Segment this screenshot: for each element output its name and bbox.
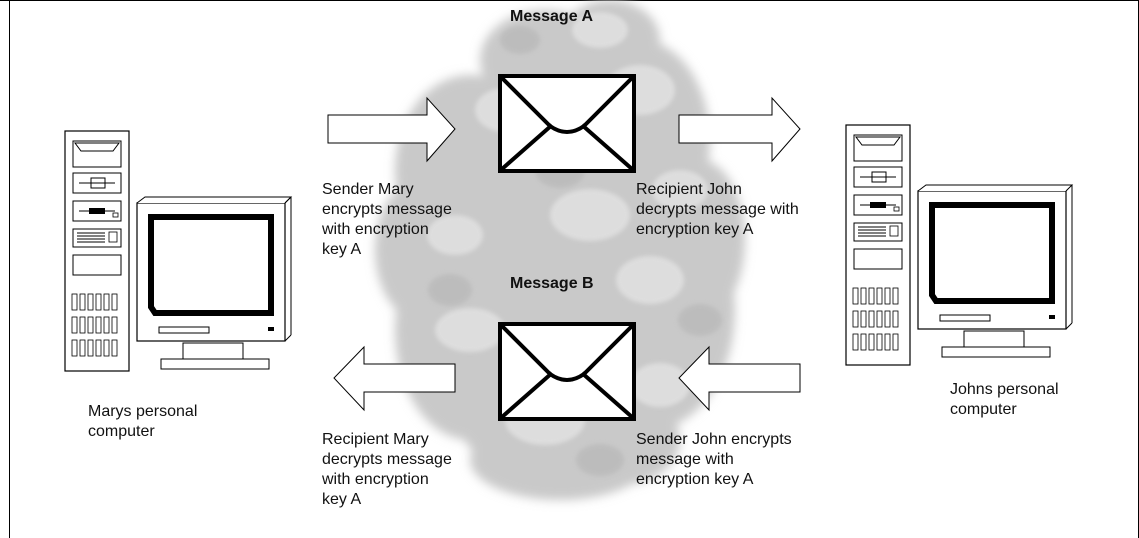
sender-mary-label: Sender Mary encrypts message with encryp… [322,181,452,258]
block-arrow-icon [327,96,456,163]
message-a-title: Message A [510,8,593,25]
mary-computer-label: Marys personal computer [88,403,198,440]
envelope-icon [498,74,636,173]
recipient-john-label: Recipient John decrypts message with enc… [636,181,799,238]
personal-computer-icon [845,124,1074,366]
john-computer-label: Johns personal computer [950,381,1059,418]
block-arrow-icon [333,345,456,412]
message-b-title: Message B [510,275,594,292]
personal-computer-icon [64,130,293,372]
recipient-mary-label: Recipient Mary decrypts message with enc… [322,431,452,508]
envelope-icon [498,322,636,421]
sender-john-label: Sender John encrypts message with encryp… [636,431,792,488]
block-arrow-icon [678,96,801,163]
block-arrow-icon [678,345,801,412]
